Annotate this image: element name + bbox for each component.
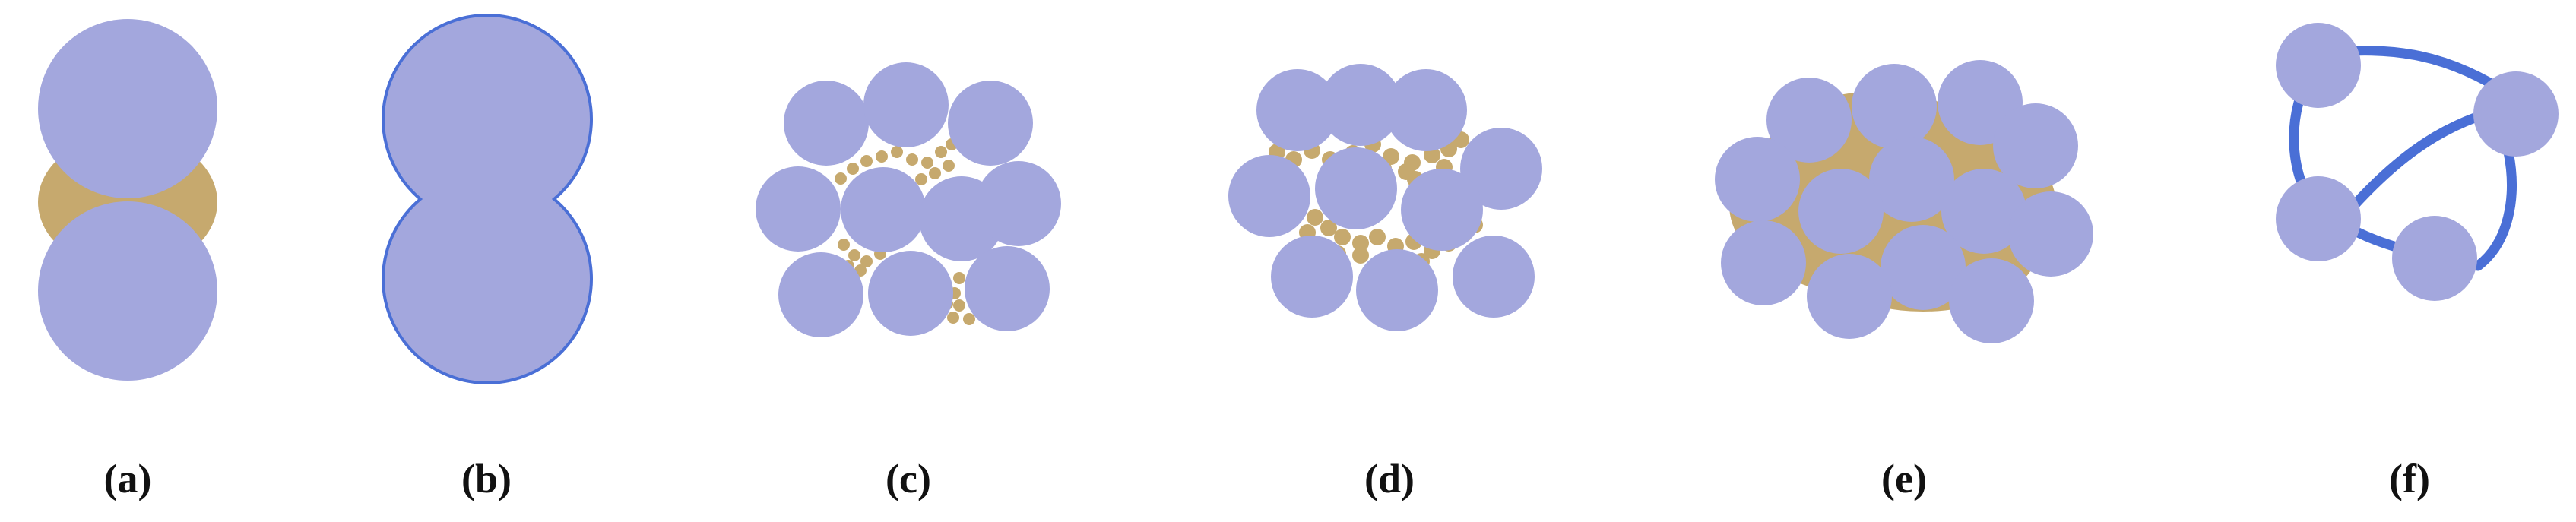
particle [1385,69,1467,151]
particle [1949,258,2034,343]
panel-c-diagram [756,62,1061,337]
panel-e-diagram [1715,60,2093,343]
particle [778,252,863,337]
particle [38,201,217,381]
panel-a-diagram [38,19,217,381]
particle [1766,78,1852,163]
particle [948,81,1033,166]
panel-d-label: (d) [1364,456,1415,501]
particle [1453,236,1535,318]
panel-f-label: (f) [2389,456,2430,501]
panel-b-label: (b) [461,456,512,501]
particle [1320,64,1402,146]
particle [868,251,953,336]
panel-a-label: (a) [104,456,152,501]
particle [756,166,841,252]
particle [2392,216,2477,301]
particle [1356,249,1438,331]
particle [1941,169,2026,254]
particle [965,246,1050,331]
panel-f-diagram [2276,23,2559,301]
sintered-particle-pair [382,14,593,384]
panel-b-diagram [382,14,593,384]
particle [1807,254,1892,339]
particle [1798,169,1884,254]
particle [1256,69,1339,151]
particle [1993,103,2078,188]
particle [841,167,926,252]
particle [2276,176,2361,261]
particle [1881,225,1966,310]
particle [2473,71,2559,157]
particle [2276,23,2361,108]
particle [1715,137,1800,222]
panel-c-label: (c) [886,456,931,501]
particle [784,81,869,166]
particle [1315,147,1397,229]
binder-dots [835,138,975,325]
particle [1401,169,1483,251]
particle [1869,137,1954,222]
particle [1228,155,1310,237]
particle [1271,236,1353,318]
panel-d-diagram [1228,64,1542,331]
particle [1852,64,1937,149]
particle [863,62,949,147]
particle [1721,220,1806,305]
particle [38,19,217,198]
particle [1460,128,1542,210]
particle [2008,191,2093,277]
particle [976,161,1061,246]
panel-e-label: (e) [1881,456,1927,501]
